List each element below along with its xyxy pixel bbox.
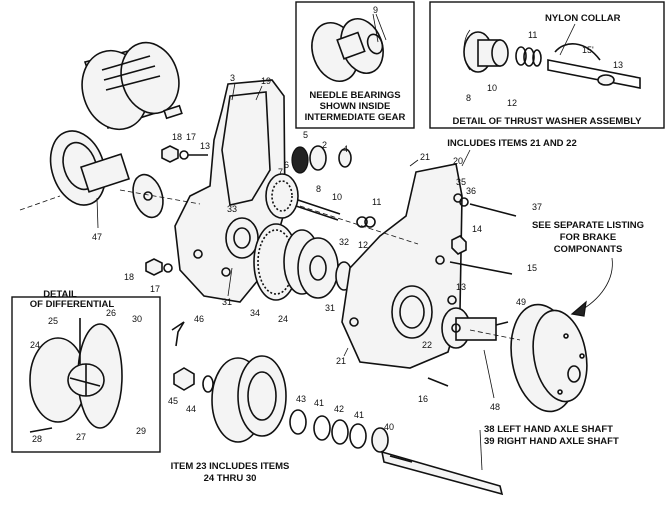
callout-30: 30 xyxy=(132,314,142,324)
callout-36: 36 xyxy=(466,186,476,196)
label-shown-inside: SHOWN INSIDE xyxy=(320,101,391,112)
callout-45: 45 xyxy=(168,396,178,406)
lower-brake-parts xyxy=(171,321,287,443)
callout-42: 42 xyxy=(334,404,344,414)
callout-24-detail: 24 xyxy=(30,340,40,350)
thrust-washer-detail xyxy=(429,1,665,129)
callout-24: 24 xyxy=(278,314,288,324)
label-24-thru-30: 24 THRU 30 xyxy=(204,473,257,484)
label-nylon-collar: NYLON COLLAR xyxy=(545,13,621,24)
callout-17-top: 17 xyxy=(186,132,196,142)
callout-4: 4 xyxy=(343,144,348,154)
ring-gear xyxy=(253,223,353,301)
callout-22: 22 xyxy=(422,340,432,350)
callout-31-left: 31 xyxy=(222,297,232,307)
callout-13-detail: 13 xyxy=(613,60,623,70)
label-intermediate-gear: INTERMEDIATE GEAR xyxy=(305,112,406,123)
label-left-axle: 38 LEFT HAND AXLE SHAFT xyxy=(484,424,613,435)
label-brake-1: SEE SEPARATE LISTING xyxy=(532,220,644,231)
callout-49: 49 xyxy=(516,297,526,307)
callout-3: 3 xyxy=(230,73,235,83)
callout-11: 11 xyxy=(372,197,381,207)
callout-12-detail: 12 xyxy=(507,98,517,108)
callout-43: 43 xyxy=(296,394,306,404)
callout-19: 19 xyxy=(261,76,271,86)
callout-6: 6 xyxy=(284,160,289,170)
label-right-axle: 39 RIGHT HAND AXLE SHAFT xyxy=(484,436,619,447)
right-housing xyxy=(341,163,463,369)
brake-drum-left xyxy=(49,130,164,219)
callout-48: 48 xyxy=(490,402,500,412)
callout-18-top: 18 xyxy=(172,132,182,142)
label-thrust-washer: DETAIL OF THRUST WASHER ASSEMBLY xyxy=(453,116,643,127)
callout-14: 14 xyxy=(472,224,482,234)
callout-31-center: 31 xyxy=(325,303,335,313)
callout-28: 28 xyxy=(32,434,42,444)
callout-37: 37 xyxy=(532,202,542,212)
label-brake-3: COMPONANTS xyxy=(554,244,623,255)
callout-44: 44 xyxy=(186,404,196,414)
left-fasteners xyxy=(145,145,208,276)
callout-41-left: 41 xyxy=(314,398,324,408)
callout-11-detail: 11 xyxy=(528,30,537,40)
callout-8: 8 xyxy=(316,184,321,194)
label-includes-21-22: INCLUDES ITEMS 21 AND 22 xyxy=(447,138,577,149)
callout-17-bottom: 17 xyxy=(150,284,160,294)
callout-35: 35 xyxy=(456,177,466,187)
callout-13-right: 13 xyxy=(456,282,466,292)
callout-10: 10 xyxy=(332,192,342,202)
needle-bearings-detail xyxy=(295,1,415,129)
callout-41-right: 41 xyxy=(354,410,364,420)
motor xyxy=(81,41,183,131)
callout-20: 20 xyxy=(453,156,463,166)
intermediate-gear xyxy=(265,173,341,221)
callout-27: 27 xyxy=(76,432,86,442)
callout-10-detail: 10 xyxy=(487,83,497,93)
label-brake-2: FOR BRAKE xyxy=(560,232,616,243)
wheel-hub-right xyxy=(441,307,497,349)
callout-16: 16 xyxy=(418,394,428,404)
callout-7: 7 xyxy=(278,167,283,177)
callout-21-bottom: 21 xyxy=(336,356,346,366)
callout-32: 32 xyxy=(339,237,349,247)
callout-5: 5 xyxy=(303,130,308,140)
callout-15: 15 xyxy=(527,263,537,273)
callout-40: 40 xyxy=(384,422,394,432)
callout-46: 46 xyxy=(194,314,204,324)
label-item-23-includes: ITEM 23 INCLUDES ITEMS xyxy=(171,461,290,472)
callout-13-left: 13 xyxy=(200,141,210,151)
brake-drum-right xyxy=(510,303,588,413)
callout-26: 26 xyxy=(106,308,116,318)
callout-29: 29 xyxy=(136,426,146,436)
axle-washers xyxy=(289,409,504,496)
callout-33: 33 xyxy=(227,204,237,214)
callout-9: 9 xyxy=(373,5,378,15)
callout-25: 25 xyxy=(48,316,58,326)
callout-47: 47 xyxy=(92,232,102,242)
label-needle-bearings: NEEDLE BEARINGS xyxy=(309,90,400,101)
label-of-differential: OF DIFFERENTIAL xyxy=(30,299,115,310)
differential-detail xyxy=(11,296,161,453)
pinion-gear xyxy=(291,145,352,174)
label-detail: DETAIL xyxy=(43,289,77,300)
callout-8-detail: 8 xyxy=(466,93,471,103)
callout-12: 12 xyxy=(358,240,368,250)
callout-18-bottom: 18 xyxy=(124,272,134,282)
callout-34: 34 xyxy=(250,308,260,318)
right-fasteners xyxy=(427,193,517,387)
callout-2: 2 xyxy=(322,140,327,150)
callout-21-top: 21 xyxy=(420,152,430,162)
callout-15-detail: 15' xyxy=(582,45,594,55)
